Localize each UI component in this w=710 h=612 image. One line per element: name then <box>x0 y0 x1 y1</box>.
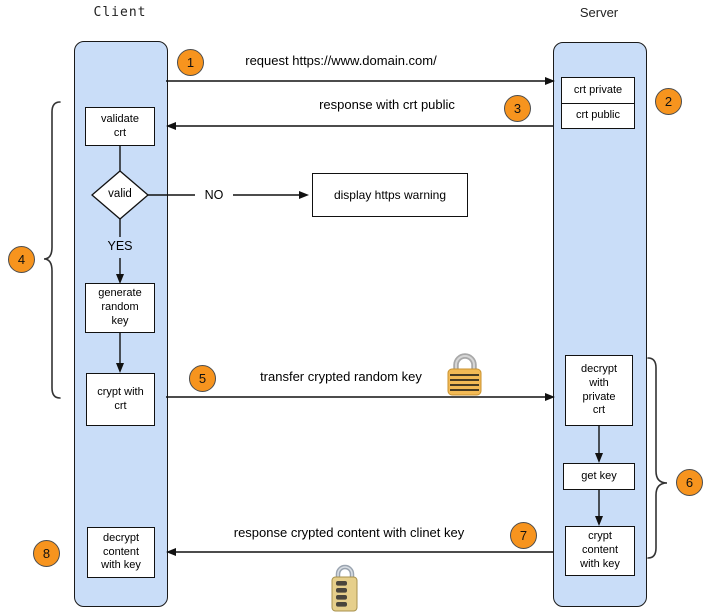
request-arrow <box>166 77 555 85</box>
step-marker-4: 4 <box>8 246 35 273</box>
valid-decision-diamond <box>91 170 149 220</box>
no-label: NO <box>195 188 233 202</box>
decrypt-content-with-key-box: decrypt content with key <box>87 527 155 578</box>
crt-public-box: crt public <box>561 103 635 129</box>
step-marker-5: 5 <box>189 365 216 392</box>
client-title: Client <box>93 5 147 20</box>
decrypt-to-getkey-arrow <box>595 426 603 463</box>
client-steps-brace <box>43 101 61 399</box>
transfer-arrow <box>166 393 555 401</box>
crypt-content-with-key-box: crypt content with key <box>565 526 635 576</box>
response-public-arrow <box>166 122 553 130</box>
yes-to-generate-arrow <box>116 258 124 284</box>
crypt-with-crt-box: crypt with crt <box>86 373 155 426</box>
crt-private-box: crt private <box>561 77 635 104</box>
get-key-box: get key <box>563 463 635 490</box>
server-steps-brace <box>647 357 668 559</box>
step-marker-6: 6 <box>676 469 703 496</box>
step-marker-7: 7 <box>510 522 537 549</box>
step-marker-2: 2 <box>655 88 682 115</box>
response-content-arrow <box>166 548 553 556</box>
getkey-to-cryptcontent-arrow <box>595 490 603 526</box>
server-title: Server <box>579 5 619 20</box>
generate-random-key-box: generate random key <box>85 283 155 333</box>
transfer-message: transfer crypted random key <box>260 369 422 384</box>
server-lifeline <box>553 42 647 607</box>
step-marker-8: 8 <box>33 540 60 567</box>
response-content-message: response crypted content with clinet key <box>233 525 465 540</box>
yes-label: YES <box>107 239 133 253</box>
step-marker-1: 1 <box>177 49 204 76</box>
validate-crt-box: validate crt <box>85 107 155 146</box>
decrypt-with-private-crt-box: decrypt with private crt <box>565 355 633 426</box>
display-https-warning-box: display https warning <box>312 173 468 217</box>
closed-padlock-icon <box>447 353 482 396</box>
valid-label: valid <box>108 188 132 200</box>
request-message: request https://www.domain.com/ <box>245 53 437 68</box>
step-marker-3: 3 <box>504 95 531 122</box>
response-public-message: response with crt public <box>319 97 455 112</box>
combination-padlock-icon <box>331 564 358 612</box>
generate-to-crypt-arrow <box>116 333 124 373</box>
